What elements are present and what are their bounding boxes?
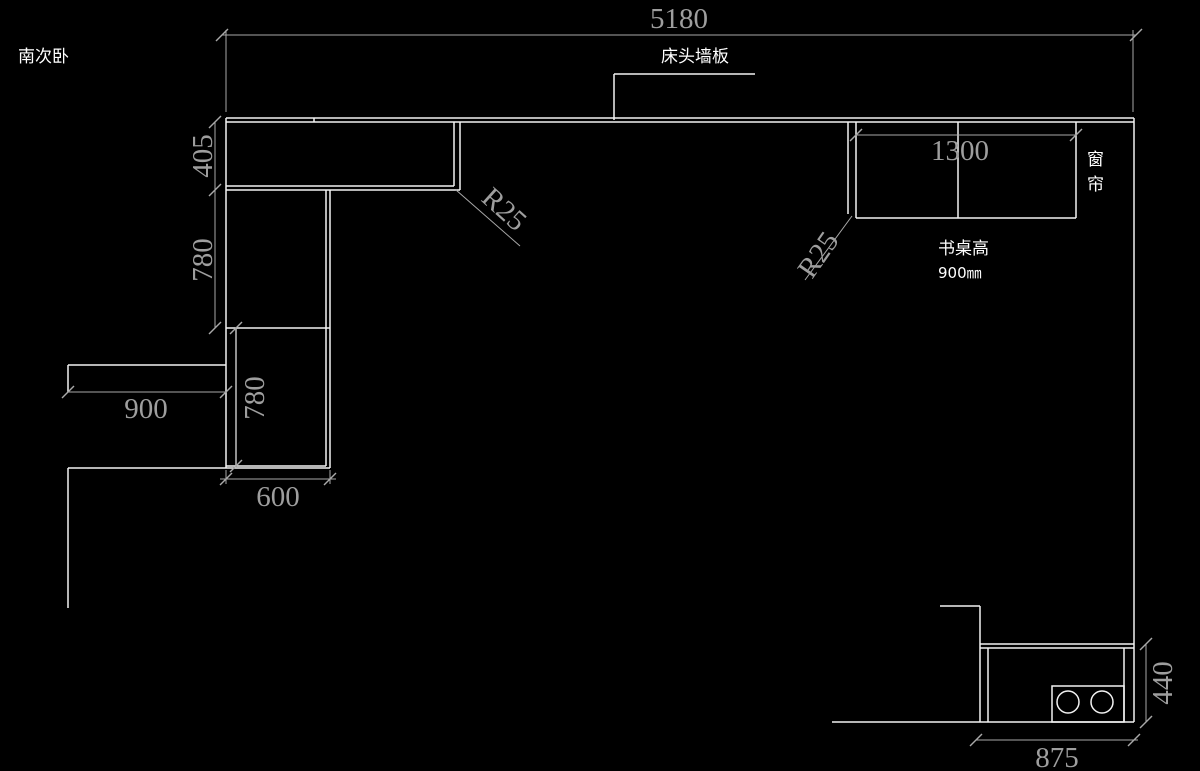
overall-width-value: 5180 [650,3,708,35]
sink-basin-left [1056,690,1080,714]
dimension-1300: 1300 [849,128,1083,167]
desk [847,122,1077,219]
corner-radius-right: R25 [792,215,853,284]
dimension-405-value: 405 [187,134,219,178]
corner-radius-right-value: R25 [792,226,846,284]
dimension-600-value: 600 [256,481,300,513]
curtain-label-line1: 窗 [1087,150,1104,170]
sink-basin-right [1090,690,1114,714]
headboard-callout: 床头墙板 [613,47,755,120]
desk-height-label-line1: 书桌高 [938,239,989,259]
dimension-875-value: 875 [1035,742,1079,771]
dimension-780-upper: 780 [187,190,222,335]
dimension-440: 440 [1139,637,1179,729]
overall-width-dimension: 5180 [215,3,1143,112]
desk-height-label-line2: 900㎜ [938,264,982,282]
left-side-structure [67,364,226,608]
dimension-780-lower-value: 780 [239,376,271,420]
dimension-780-lower: 780 [229,321,271,473]
dimension-1300-value: 1300 [931,135,989,167]
room-label: 南次卧 [18,47,69,67]
dimension-780-upper-value: 780 [187,238,219,282]
dimension-900-value: 900 [124,393,168,425]
curtain-label-line2: 帘 [1087,175,1104,195]
bottom-right-cabinet [832,605,1134,723]
headboard-label: 床头墙板 [661,47,729,67]
dimension-600: 600 [219,470,337,513]
room-outline [225,117,1135,722]
dimension-405: 405 [187,115,222,197]
corner-radius-left: R25 [455,181,533,247]
corner-radius-left-value: R25 [475,181,532,237]
dimension-900: 900 [61,385,233,425]
sink [1051,685,1125,723]
dimension-875: 875 [969,733,1141,771]
dimension-440-value: 440 [1147,661,1179,705]
